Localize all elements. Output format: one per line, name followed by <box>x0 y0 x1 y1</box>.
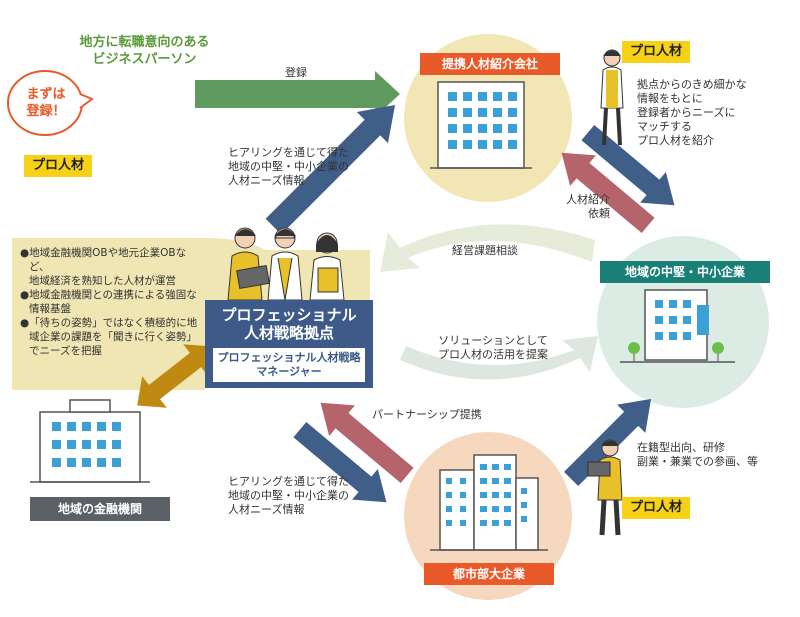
hearing-bottom-line2: 地域の中堅・中小企業の <box>228 489 349 502</box>
hub-title: プロフェッショナル 人材戦略拠点 <box>205 300 373 342</box>
hub-sub-line2: マネージャー <box>256 365 322 378</box>
pro-person-bottom-icon <box>587 439 623 536</box>
feature-line: 情報基盤 <box>29 303 71 315</box>
bank-hub-arrow <box>137 344 213 408</box>
hub-title-line1: プロフェッショナル <box>221 306 357 324</box>
pro-person-top-icon <box>600 49 624 146</box>
bank-building-icon <box>30 399 150 483</box>
agency-badge: 提携人材紹介会社 <box>420 53 560 75</box>
hub-title-line2: 人材戦略拠点 <box>243 324 334 342</box>
candidate-title: 地方に転職意向のある ビジネスパーソン <box>62 34 227 68</box>
hearing-top-line1: ヒアリングを通じて得た <box>228 146 349 159</box>
hearing-bottom-label: ヒアリングを通じて得た 地域の中堅・中小企業の 人材ニーズ情報 <box>228 475 349 517</box>
candidate-title-line2: ビジネスパーソン <box>92 52 197 67</box>
bubble-line2: 登録！ <box>26 104 66 119</box>
agency-building-icon <box>430 81 532 169</box>
feature-item: ●地域金融機関OBや地元企業OBなど、地域経済を熟知した人材が運営 <box>20 246 206 288</box>
hearing-bottom-line3: 人材ニーズ情報 <box>228 503 305 516</box>
secondment-line2: 副業・兼業での参画、等 <box>637 455 758 468</box>
agency-to-sme-arrow <box>581 124 675 206</box>
referral-request-arrow <box>561 152 655 234</box>
solution-label: ソリューションとして プロ人材の活用を提案 <box>428 334 558 362</box>
managers-people-icon <box>227 227 345 301</box>
strategy-hub: プロフェッショナル 人材戦略拠点 プロフェッショナル人材戦略 マネージャー <box>205 300 373 388</box>
consult-label: 経営課題相談 <box>452 244 518 257</box>
solution-line1: ソリューションとして <box>438 334 548 347</box>
referral-request-label: 人材紹介 依頼 <box>560 193 610 221</box>
bubble-line1: まずは <box>26 87 66 102</box>
bigcorp-badge: 都市部大企業 <box>424 563 554 585</box>
hearing-top-label: ヒアリングを通じて得た 地域の中堅・中小企業の 人材ニーズ情報 <box>228 146 349 188</box>
partnership-label: パートナーシップ提携 <box>372 408 482 421</box>
feature-line: ●地域金融機関との連携による強固な <box>20 289 197 301</box>
register-arrow <box>195 71 400 117</box>
secondment-line1: 在籍型出向、研修 <box>637 441 725 454</box>
partnership-arrow <box>320 402 414 484</box>
candidate-title-line1: 地方に転職意向のある <box>79 35 210 50</box>
agency-desc-line4: マッチする <box>637 120 692 133</box>
agency-desc-line5: プロ人材を紹介 <box>637 134 714 147</box>
hub-sub-line1: プロフェッショナル人材戦略 <box>217 351 361 364</box>
solution-line2: プロ人材の活用を提案 <box>438 348 548 361</box>
sme-badge: 地域の中堅・中小企業 <box>600 261 770 283</box>
bubble-text: まずは 登録！ <box>12 86 80 120</box>
pro-badge-bottom-right: プロ人材 <box>622 497 691 519</box>
hub-subtitle: プロフェッショナル人材戦略 マネージャー <box>213 348 365 382</box>
secondment-label: 在籍型出向、研修 副業・兼業での参画、等 <box>637 441 758 469</box>
bank-badge: 地域の金融機関 <box>30 497 170 521</box>
pro-badge-top-right: プロ人材 <box>622 41 691 63</box>
feature-item: ●地域金融機関との連携による強固な情報基盤 <box>20 288 206 316</box>
agency-description: 拠点からのきめ細かな 情報をもとに 登録者からニーズに マッチする プロ人材を紹… <box>637 78 747 148</box>
speech-bubble <box>7 70 94 136</box>
agency-desc-line3: 登録者からニーズに <box>637 106 736 119</box>
hearing-top-arrow <box>265 104 396 235</box>
agency-desc-line2: 情報をもとに <box>637 92 703 105</box>
hearing-top-line2: 地域の中堅・中小企業の <box>228 160 349 173</box>
bigcorp-building-icon <box>430 454 548 551</box>
consult-arrow <box>380 224 595 272</box>
agency-desc-line1: 拠点からのきめ細かな <box>637 78 747 91</box>
hearing-bottom-line1: ヒアリングを通じて得た <box>228 475 349 488</box>
referral-req-line2: 依頼 <box>588 207 610 220</box>
solution-arrow <box>400 336 598 380</box>
sme-building-icon <box>620 289 735 363</box>
feature-line: 地域経済を熟知した人材が運営 <box>29 275 176 287</box>
feature-item: ●「待ちの姿勢」ではなく積極的に地域企業の課題を「聞きに行く姿勢」でニーズを把握 <box>20 316 206 358</box>
feature-line: ●地域金融機関OBや地元企業OBなど、 <box>20 247 187 273</box>
referral-req-line1: 人材紹介 <box>566 193 610 206</box>
pro-badge-left: プロ人材 <box>24 155 93 177</box>
hub-feature-list: ●地域金融機関OBや地元企業OBなど、地域経済を熟知した人材が運営 ●地域金融機… <box>20 246 206 358</box>
register-label: 登録 <box>285 66 307 79</box>
hearing-bottom-arrow <box>293 421 387 503</box>
hearing-top-line3: 人材ニーズ情報 <box>228 174 305 187</box>
feature-line: 域企業の課題を「聞きに行く姿勢」 <box>29 331 197 343</box>
feature-line: ●「待ちの姿勢」ではなく積極的に地 <box>20 317 198 329</box>
feature-line: でニーズを把握 <box>29 345 102 357</box>
